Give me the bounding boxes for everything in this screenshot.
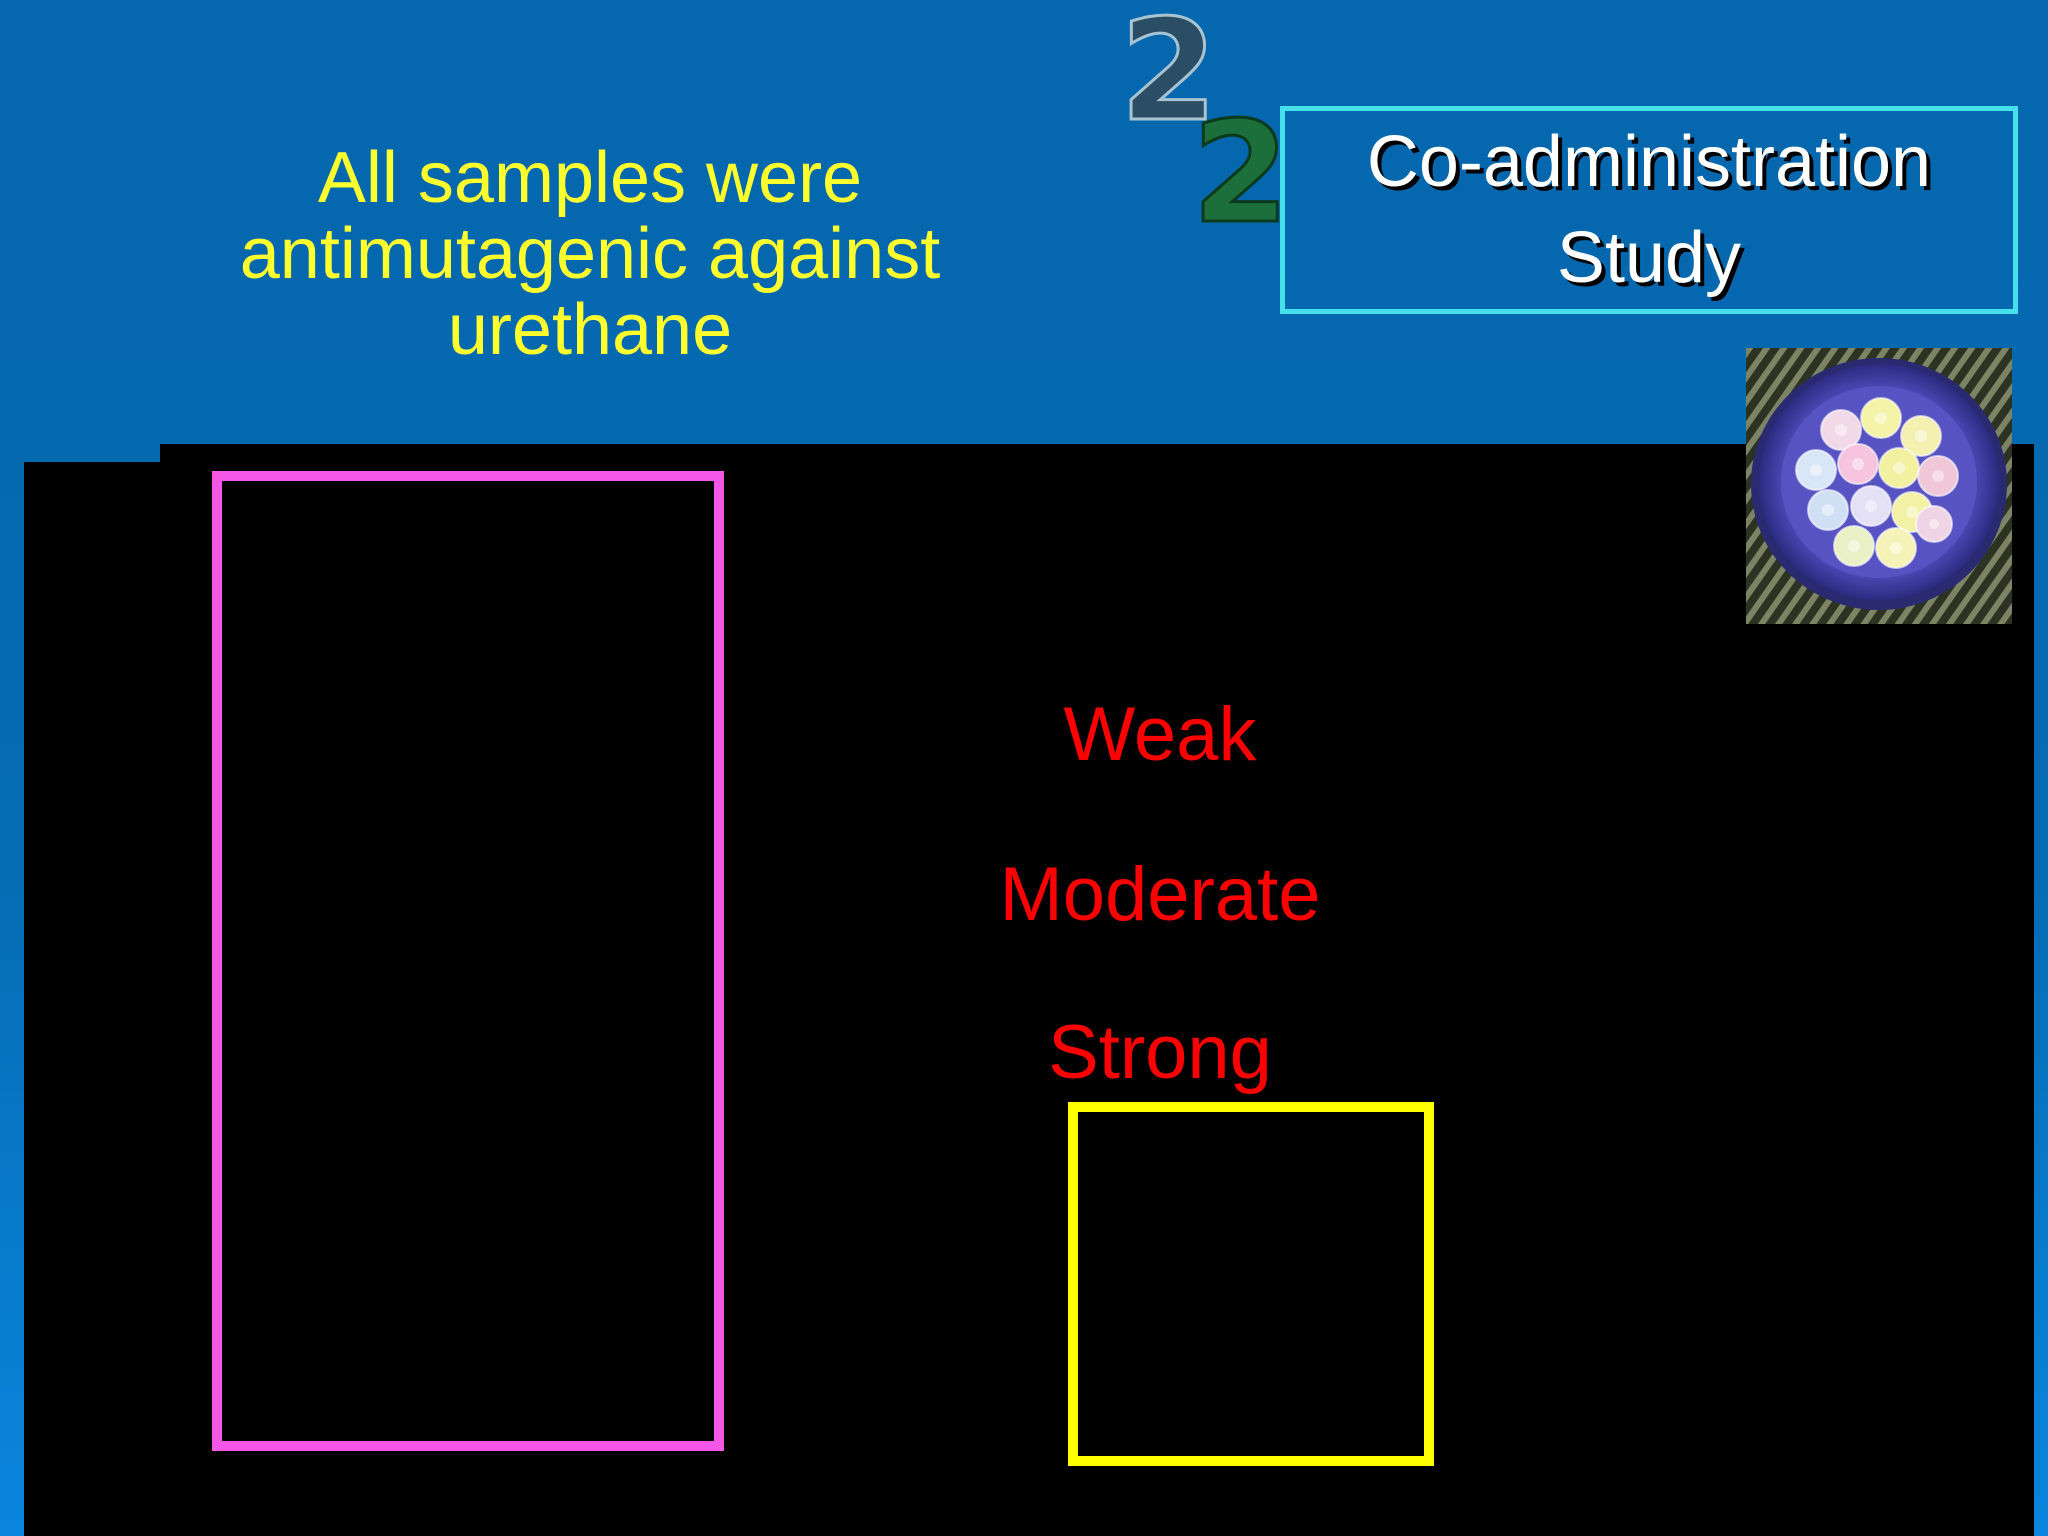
candy-bowl-photo bbox=[1746, 348, 2012, 624]
decorative-digit-two-green-icon: 2 bbox=[1190, 92, 1290, 255]
study-type-box: Co-administration Study bbox=[1280, 106, 2018, 314]
content-panel bbox=[24, 462, 2034, 1536]
level-weak-label: Weak bbox=[1063, 692, 1257, 777]
yellow-outline-frame bbox=[1068, 1102, 1434, 1466]
slide-heading: All samples were antimutagenic against u… bbox=[239, 138, 941, 370]
decorative-digit-two-icon: 2 bbox=[1118, 0, 1218, 153]
pink-outline-frame bbox=[212, 471, 724, 1451]
level-moderate-label: Moderate bbox=[999, 852, 1321, 937]
study-type-label: Co-administration Study bbox=[1366, 122, 1932, 298]
level-strong-label: Strong bbox=[1048, 1010, 1272, 1095]
